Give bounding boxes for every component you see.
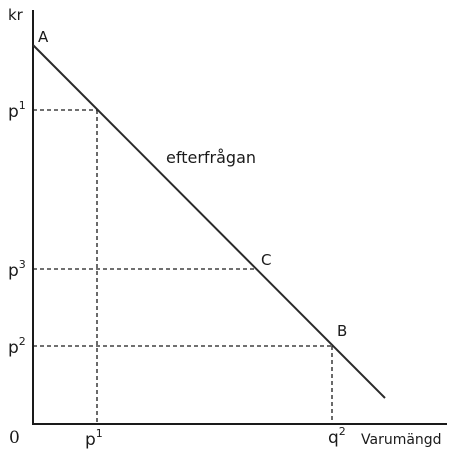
y-tick-p1: p1 [8,99,26,122]
point-b-label: B [337,322,347,340]
demand-curve-label: efterfrågan [166,148,256,167]
y-axis-label: kr [8,6,24,24]
y-tick-p2: p2 [8,335,26,358]
x-axis-label: Varumängd [361,432,442,448]
x-tick-q2: q2 [328,425,346,448]
point-c-label: C [261,251,271,269]
origin-label: 0 [9,428,20,448]
x-tick-p1: p1 [85,427,103,450]
y-tick-p3: p3 [8,258,26,281]
demand-curve [32,44,386,399]
point-a-label: A [38,28,49,46]
